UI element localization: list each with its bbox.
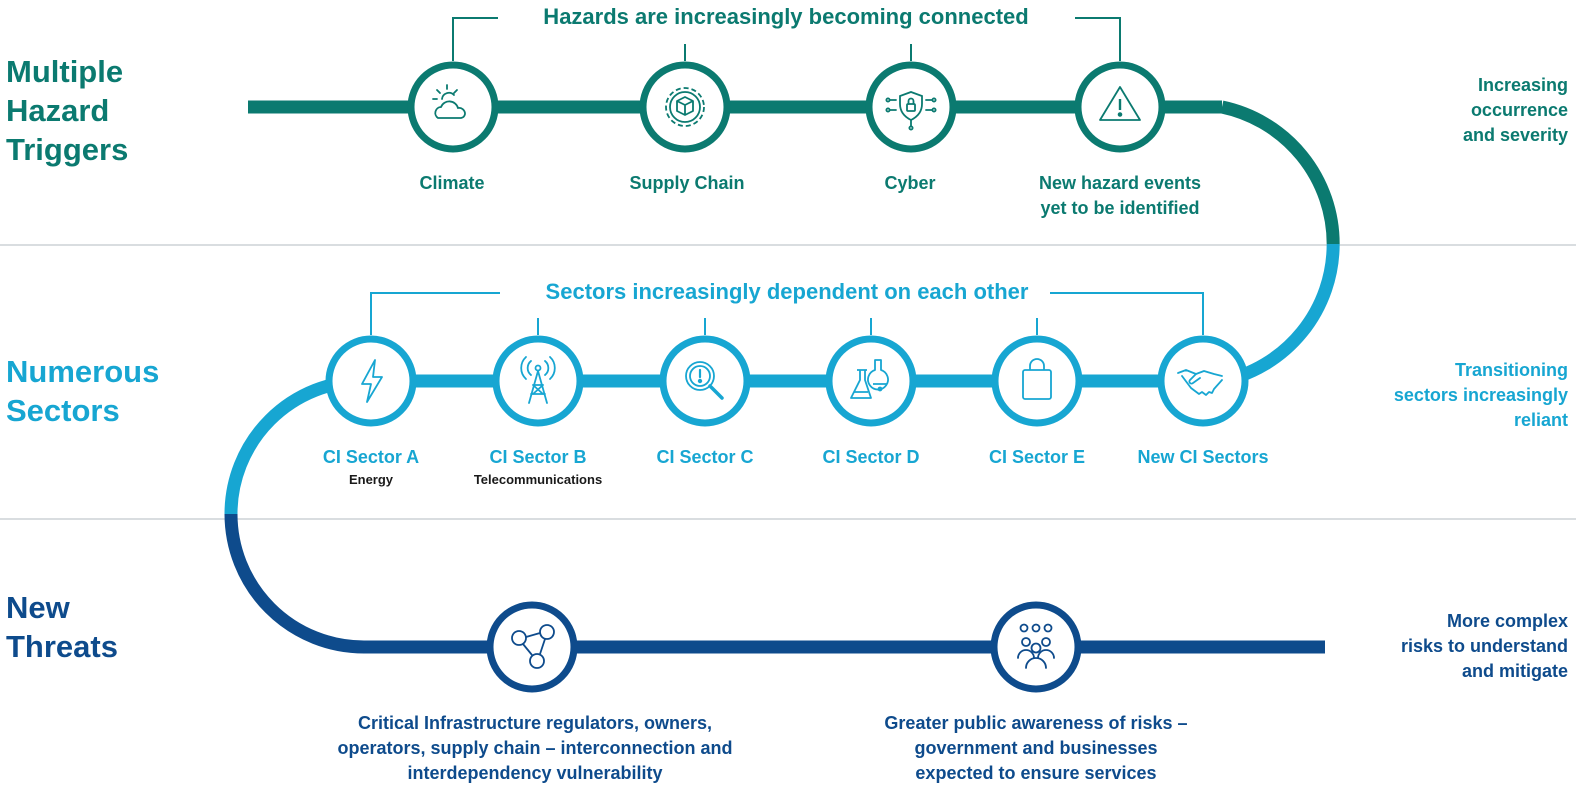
- node-label-cyber: Cyber: [884, 173, 936, 193]
- climate-node: [407, 61, 499, 153]
- row-note-threat: More complex risks to understand and mit…: [1400, 611, 1568, 681]
- gear-box-icon: [665, 87, 705, 127]
- threat-text-regulators: Critical Infrastructure regulators, owne…: [337, 713, 733, 783]
- sector-e-node: [991, 335, 1083, 427]
- shield-circuit-icon: [885, 91, 937, 131]
- node-label-climate: Climate: [419, 173, 485, 193]
- row-title-sector: Numerous Sectors: [6, 354, 160, 428]
- handshake-icon: [1177, 369, 1223, 396]
- supply-chain-node: [639, 61, 731, 153]
- sector-band-heading: Sectors increasingly dependent on each o…: [533, 279, 1041, 305]
- sector-d-node: [825, 335, 917, 427]
- node-label-sector-d: CI Sector D: [822, 447, 920, 467]
- row-title-threat: New Threats: [6, 590, 118, 664]
- node-label-new-hazard: New hazard events yet to be identified: [1038, 173, 1202, 218]
- shopping-bag-icon: [1022, 358, 1052, 400]
- cloud-sun-icon: [432, 84, 466, 119]
- node-sub-sector-b: Telecommunications: [473, 472, 603, 487]
- public-awareness-node: [990, 601, 1082, 693]
- magnifier-alert-icon: [685, 361, 724, 400]
- cyber-node: [865, 61, 957, 153]
- node-label-new-sectors: New CI Sectors: [1137, 447, 1269, 467]
- row-title-hazard: Multiple Hazard Triggers: [6, 54, 129, 167]
- node-label-sector-c: CI Sector C: [656, 447, 754, 467]
- path-curve-right: [1220, 100, 1340, 388]
- hazard-band-heading: Hazards are increasingly becoming connec…: [531, 4, 1041, 30]
- node-label-supply-chain: Supply Chain: [629, 173, 745, 193]
- new-sectors-node: [1157, 335, 1249, 427]
- sector-c-node: [659, 335, 751, 427]
- radio-tower-icon: [520, 356, 556, 404]
- group-people-icon: [1017, 623, 1055, 669]
- new-hazard-node: [1074, 61, 1166, 153]
- threat-text-public: Greater public awareness of risks – gove…: [884, 713, 1188, 783]
- lightning-bolt-icon: [361, 359, 383, 403]
- sector-connector: [370, 292, 1204, 335]
- warning-triangle-icon: [1099, 86, 1141, 121]
- node-label-sector-e: CI Sector E: [988, 447, 1086, 467]
- hazard-connector: [452, 17, 1121, 61]
- row-note-hazard: Increasing occurrence and severity: [1462, 75, 1568, 145]
- path-curve-left: [224, 374, 365, 654]
- node-label-sector-b: CI Sector B: [489, 447, 587, 467]
- row-note-sector: Transitioning sectors increasingly relia…: [1393, 360, 1568, 430]
- regulators-node: [486, 601, 578, 693]
- sector-a-node: [325, 335, 417, 427]
- node-sub-sector-a: Energy: [348, 472, 394, 487]
- sector-b-node: [492, 335, 584, 427]
- network-people-icon: [511, 624, 555, 669]
- lab-flask-icon: [850, 359, 889, 399]
- node-label-sector-a: CI Sector A: [322, 447, 420, 467]
